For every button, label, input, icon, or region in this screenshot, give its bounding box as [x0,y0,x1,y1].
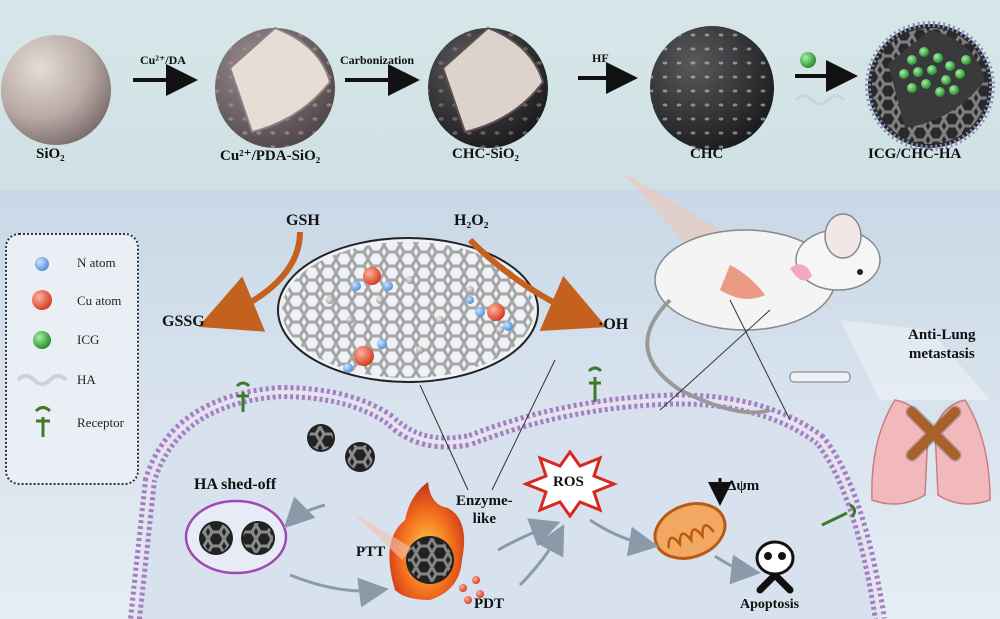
legend-row-n-atom: N atom [7,249,137,279]
label-gssg: GSSG [162,313,205,330]
icg-icon [33,331,51,349]
legend-row-cu-atom: Cu atom [7,285,137,315]
legend-label-receptor: Receptor [77,415,124,430]
label-ros: ROS [553,474,584,490]
receptors [235,366,857,527]
chc-sio2-sphere [428,26,548,148]
label-pdt: PDT [474,596,504,612]
legend-label-cu-atom: Cu atom [77,293,122,308]
process-arrows [283,496,761,608]
cu-atom-icon [32,290,52,310]
pdt-particles [459,576,484,604]
sio2-sphere [1,35,111,145]
receptor-icon [34,406,52,437]
n-atom-icon [35,257,49,271]
icg-load-icon [800,52,816,68]
label-ha-shed-off: HA shed-off [194,476,277,493]
skull-icon [755,540,795,594]
chc-sphere [650,26,774,150]
label-chc-sio2: CHC-SiO₂ [452,146,520,162]
nanoparticles-outside [307,424,375,472]
ha-icon [16,374,68,386]
endosome [184,499,288,575]
label-h2o2: H₂O₂ [454,212,489,229]
gsh-arrow [198,231,303,332]
label-chc: CHC [690,146,724,162]
mouse-illustration [645,213,881,415]
legend-row-icg: ICG [7,325,137,355]
cu-pda-sio2-sphere [215,26,335,148]
legend: N atom Cu atom ICG HA Receptor [5,233,139,485]
legend-label-icg: ICG [77,332,100,347]
label-icg-chc-ha: ICG/CHC-HA [868,146,962,162]
ha-load-icon [794,94,846,106]
label-gsh: GSH [286,212,320,229]
h2o2-arrow [467,237,607,332]
arrow-label-cu-da: Cu²⁺/DA [140,53,186,67]
label-apoptosis: Apoptosis [740,597,800,612]
graphene-zoom [277,237,539,383]
label-anti-lung-metastasis: Anti-Lung metastasis [908,327,976,362]
membrane-core [133,389,882,619]
label-delta-psi-m: Δψm [727,478,760,494]
label-oh: ·OH [598,316,629,333]
lungs-illustration [871,399,991,505]
legend-row-receptor: Receptor [7,405,137,437]
arrow-label-hf: HF [592,51,609,65]
legend-label-n-atom: N atom [77,255,116,270]
label-enzyme-like: Enzyme- like [456,493,513,527]
ros-burst [521,449,619,519]
label-cu-pda-sio2: Cu²⁺/PDA-SiO₂ [220,148,321,164]
icg-chc-ha-sphere [865,21,995,151]
arrow-label-carbonization: Carbonization [340,53,415,67]
label-ptt: PTT [356,544,386,560]
legend-row-ha: HA [7,365,137,395]
legend-label-ha: HA [77,372,96,387]
ptt-nanoparticle [352,482,465,600]
label-sio2: SiO₂ [36,146,65,162]
